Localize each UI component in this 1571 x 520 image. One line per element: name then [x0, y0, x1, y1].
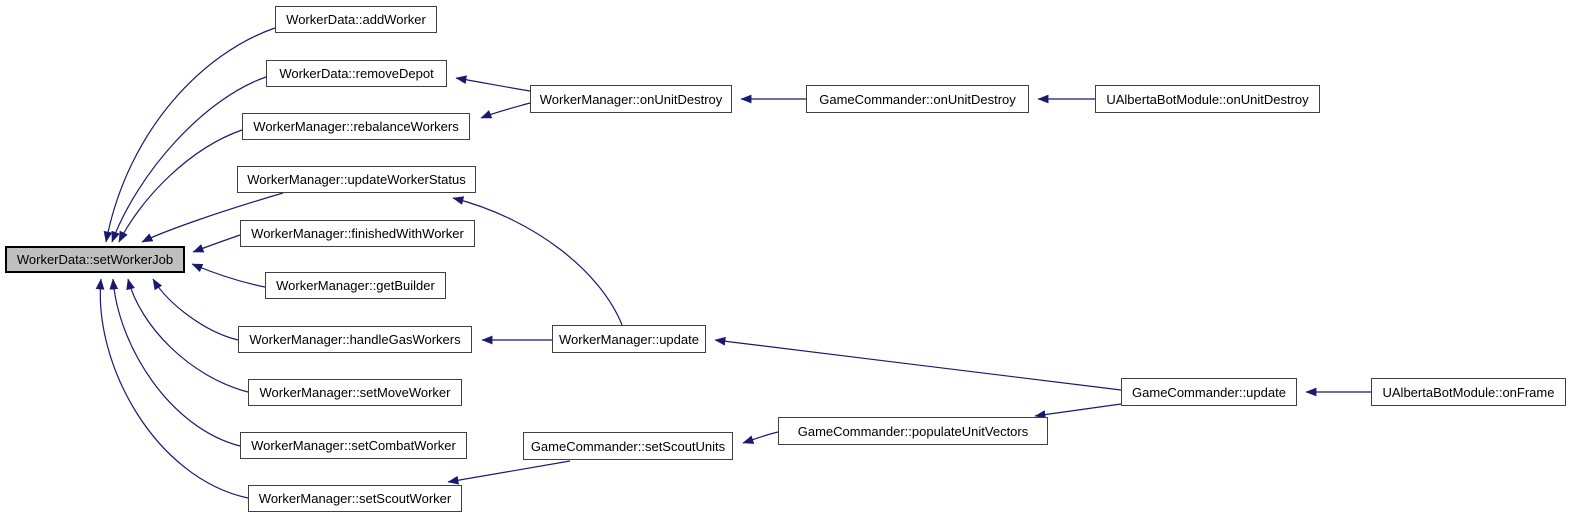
node-workermanager-setmoveworker[interactable]: WorkerManager::setMoveWorker — [248, 379, 462, 406]
node-label: WorkerManager::setMoveWorker — [259, 385, 451, 400]
node-gamecommander-populateunitvectors[interactable]: GameCommander::populateUnitVectors — [778, 417, 1048, 445]
edge-wm-onunitdestroy-to-removedepot — [455, 75, 531, 92]
edge-setmoveworker-to-setworkerjob — [126, 278, 249, 393]
edge-getbuilder-to-setworkerjob — [191, 263, 266, 288]
node-label: GameCommander::setScoutUnits — [530, 438, 726, 454]
node-label: WorkerData::setWorkerJob — [16, 252, 174, 267]
edge-wm-onunitdestroy-to-rebalanceworkers — [480, 102, 531, 119]
edge-gc-update-to-wm-update — [714, 336, 1122, 391]
node-workermanager-update[interactable]: WorkerManager::update — [552, 325, 706, 353]
edge-updateworkerstatus-to-setworkerjob — [141, 192, 284, 243]
node-workerdata-removedepot[interactable]: WorkerData::removeDepot — [266, 60, 447, 87]
edge-populateunitvectors-to-setscoutunits — [742, 431, 779, 444]
node-workermanager-finishedwithworker[interactable]: WorkerManager::finishedWithWorker — [240, 220, 475, 247]
node-gamecommander-update[interactable]: GameCommander::update — [1121, 378, 1297, 406]
node-label: WorkerData::removeDepot — [279, 66, 434, 81]
edge-handlegasworkers-to-setworkerjob — [152, 278, 239, 341]
node-label: UAlbertaBotModule::onFrame — [1382, 384, 1555, 400]
node-workermanager-onunitdestroy[interactable]: WorkerManager::onUnitDestroy — [530, 85, 732, 113]
node-label: WorkerManager::update — [559, 331, 699, 347]
node-workerdata-addworker[interactable]: WorkerData::addWorker — [275, 6, 437, 33]
node-label: GameCommander::populateUnitVectors — [797, 423, 1029, 439]
edge-gc-update-to-populateunitvectors — [1034, 403, 1122, 419]
node-label: GameCommander::update — [1132, 384, 1286, 400]
node-label: UAlbertaBotModule::onUnitDestroy — [1106, 91, 1309, 107]
node-gamecommander-setscoutunits[interactable]: GameCommander::setScoutUnits — [523, 432, 733, 460]
node-label: WorkerManager::rebalanceWorkers — [253, 119, 459, 134]
edge-rebalanceworkers-to-setworkerjob — [118, 129, 243, 243]
node-label: WorkerData::addWorker — [286, 12, 426, 27]
edge-wm-update-to-updateworkerstatus — [452, 196, 623, 326]
node-gamecommander-onunitdestroy[interactable]: GameCommander::onUnitDestroy — [806, 85, 1029, 113]
node-workermanager-setcombatworker[interactable]: WorkerManager::setCombatWorker — [240, 432, 467, 459]
node-label: WorkerManager::handleGasWorkers — [249, 332, 461, 347]
node-workermanager-getbuilder[interactable]: WorkerManager::getBuilder — [265, 272, 446, 299]
node-label: WorkerManager::getBuilder — [276, 278, 435, 293]
edge-removedepot-to-setworkerjob — [111, 76, 267, 243]
edge-setscoutworker-to-setworkerjob — [95, 278, 249, 499]
node-workermanager-handlegasworkers[interactable]: WorkerManager::handleGasWorkers — [238, 326, 472, 353]
node-ualbertabotmodule-onunitdestroy[interactable]: UAlbertaBotModule::onUnitDestroy — [1095, 85, 1320, 113]
node-workerdata-setworkerjob[interactable]: WorkerData::setWorkerJob — [5, 246, 185, 273]
node-label: WorkerManager::updateWorkerStatus — [247, 172, 466, 187]
node-label: GameCommander::onUnitDestroy — [819, 91, 1016, 107]
edge-addworker-to-setworkerjob — [103, 27, 276, 243]
node-workermanager-setscoutworker[interactable]: WorkerManager::setScoutWorker — [248, 485, 462, 512]
node-label: WorkerManager::onUnitDestroy — [539, 91, 723, 107]
node-workermanager-rebalanceworkers[interactable]: WorkerManager::rebalanceWorkers — [242, 113, 470, 140]
node-ualbertabotmodule-onframe[interactable]: UAlbertaBotModule::onFrame — [1371, 378, 1566, 406]
edge-finishedwithworker-to-setworkerjob — [192, 234, 241, 253]
node-label: WorkerManager::finishedWithWorker — [251, 226, 464, 241]
edge-setcombatworker-to-setworkerjob — [109, 278, 241, 447]
node-label: WorkerManager::setScoutWorker — [258, 491, 452, 506]
node-workermanager-updateworkerstatus[interactable]: WorkerManager::updateWorkerStatus — [237, 166, 476, 193]
node-label: WorkerManager::setCombatWorker — [251, 438, 456, 453]
edge-setscoutunits-to-setscoutworker — [447, 460, 571, 485]
